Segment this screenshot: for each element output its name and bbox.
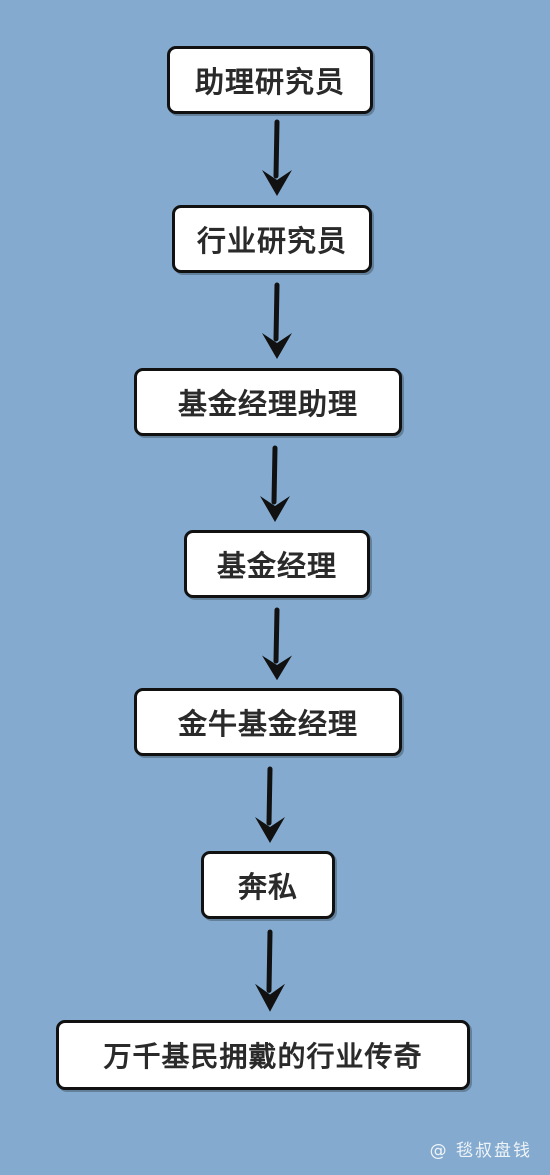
step-box-assistant-researcher: 助理研究员 (167, 46, 373, 114)
step-box-industry-legend: 万千基民拥戴的行业传奇 (56, 1020, 470, 1090)
step-box-fund-manager-assistant: 基金经理助理 (134, 368, 402, 436)
down-arrow-icon (262, 119, 292, 196)
step-box-fund-manager: 基金经理 (184, 530, 370, 598)
step-box-go-private: 奔私 (201, 851, 335, 919)
step-label: 基金经理助理 (177, 387, 358, 421)
down-arrow-icon (255, 929, 285, 1012)
step-label: 万千基民拥戴的行业传奇 (103, 1040, 423, 1073)
step-label: 金牛基金经理 (177, 707, 358, 741)
step-label: 奔私 (237, 870, 298, 904)
step-label: 助理研究员 (194, 65, 345, 99)
down-arrow-icon (262, 282, 292, 359)
step-label: 基金经理 (216, 549, 337, 583)
down-arrow-icon (255, 766, 285, 843)
step-box-industry-researcher: 行业研究员 (172, 205, 372, 273)
down-arrow-icon (262, 607, 292, 681)
watermark-text: @ 毯叔盘钱 (429, 1141, 532, 1161)
down-arrow-icon (260, 445, 290, 522)
step-box-golden-bull-fund-manager: 金牛基金经理 (134, 688, 402, 756)
step-label: 行业研究员 (196, 224, 347, 258)
